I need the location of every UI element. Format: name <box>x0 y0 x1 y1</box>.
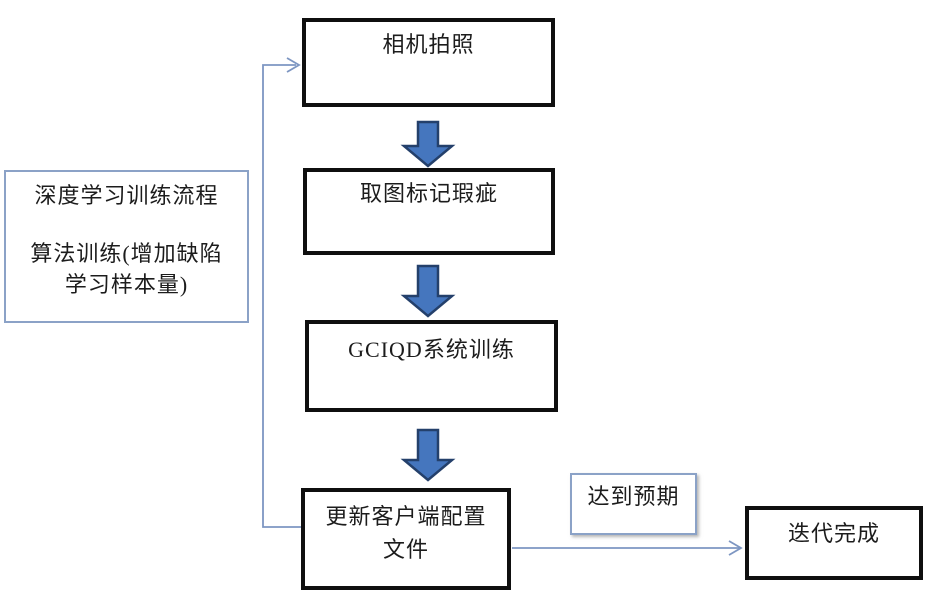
node-update-client-config-label-line1: 更新客户端配置 <box>325 504 487 529</box>
loop-arrowhead-icon <box>286 57 301 73</box>
down-block-arrow-icon-3 <box>400 428 456 482</box>
node-mark-defects: 取图标记瑕疵 <box>303 168 555 255</box>
loop-connector-line <box>262 64 303 528</box>
note-body-line1: 算法训练(增加缺陷 <box>30 241 223 266</box>
node-gciqd-training-label: GCIQD系统训练 <box>348 337 515 362</box>
down-block-arrow-icon-2 <box>400 264 456 318</box>
node-camera-capture: 相机拍照 <box>302 18 555 107</box>
node-iteration-complete-label: 迭代完成 <box>787 521 880 546</box>
node-update-client-config-label-line2: 文件 <box>382 537 429 562</box>
note-deep-learning-process: 深度学习训练流程 算法训练(增加缺陷 学习样本量) <box>4 170 249 323</box>
note-body-line2: 学习样本量) <box>64 272 189 297</box>
node-camera-capture-label: 相机拍照 <box>382 32 475 57</box>
down-block-arrow-icon-1 <box>400 120 456 168</box>
node-gciqd-training: GCIQD系统训练 <box>305 320 558 412</box>
note-title-line: 深度学习训练流程 <box>34 183 219 208</box>
label-meets-expectation-text: 达到预期 <box>587 484 680 509</box>
node-iteration-complete: 迭代完成 <box>745 506 923 580</box>
label-meets-expectation: 达到预期 <box>570 473 697 535</box>
node-update-client-config: 更新客户端配置 文件 <box>301 488 511 590</box>
result-arrowhead-icon <box>728 540 743 556</box>
node-mark-defects-label: 取图标记瑕疵 <box>359 181 498 206</box>
